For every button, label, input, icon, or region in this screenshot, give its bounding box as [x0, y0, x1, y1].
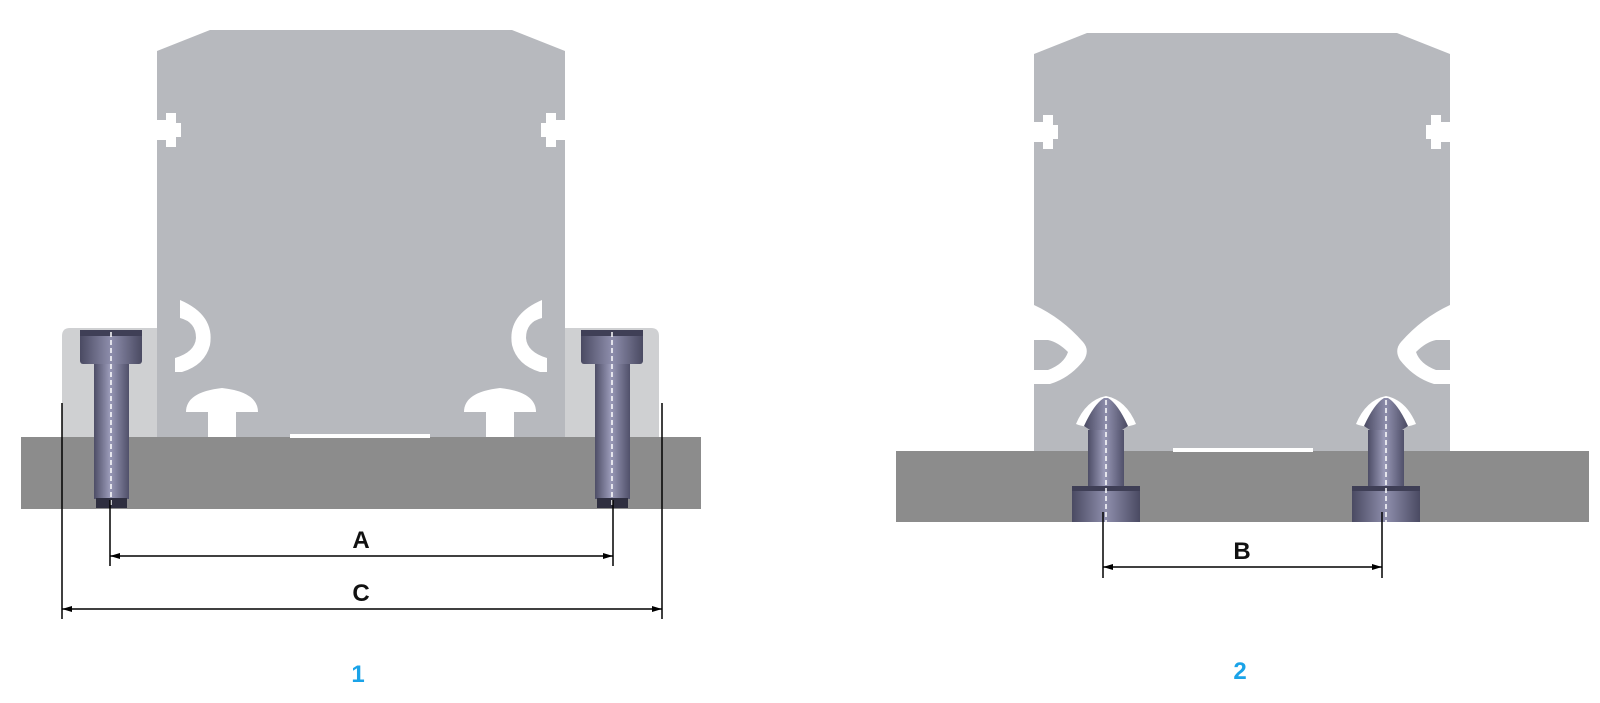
base-plate — [896, 451, 1589, 522]
aluminium-profile — [1034, 33, 1450, 451]
dimension-b-label: B — [1233, 538, 1250, 565]
profile-slots — [157, 113, 565, 438]
t-bolt-icon — [1352, 398, 1420, 522]
base-plate — [21, 437, 701, 509]
figure-2: B 2 — [896, 33, 1589, 685]
socket-head-bolt-icon — [581, 330, 643, 508]
dimension-lines-fig2 — [1102, 512, 1383, 578]
dimension-c-label: C — [352, 580, 369, 607]
socket-head-bolt-icon — [80, 330, 142, 508]
figure-1: A C 1 — [21, 30, 701, 688]
dimension-lines-fig1 — [61, 403, 663, 619]
figure-2-label: 2 — [1233, 658, 1246, 685]
dimension-a-label: A — [352, 527, 369, 554]
figure-1-label: 1 — [351, 661, 364, 688]
aluminium-profile — [157, 30, 565, 437]
t-bolt-icon — [1072, 398, 1140, 522]
